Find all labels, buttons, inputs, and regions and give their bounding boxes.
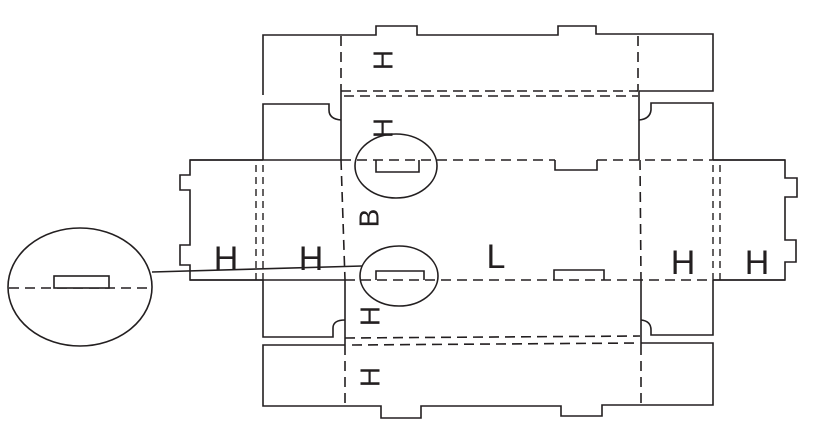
label-top-inner-h: H (368, 118, 399, 138)
label-left-outer-h: H (214, 240, 239, 278)
detail-circle-bottom (359, 245, 439, 307)
bottom-outer-flap: H (262, 335, 714, 419)
label-length-l: L (487, 238, 506, 276)
label-bottom-inner-h: H (355, 306, 386, 326)
detail-magnifier (7, 227, 363, 347)
label-top-outer-h: H (368, 50, 399, 70)
top-inner-row: H (262, 91, 714, 160)
label-width-b: B (354, 209, 385, 228)
label-bottom-outer-h: H (355, 367, 386, 387)
main-body: H H B L H H (179, 133, 798, 307)
top-outer-flap: H (262, 25, 714, 97)
label-right-inner-h: H (671, 244, 696, 282)
bottom-inner-row: H (262, 280, 714, 345)
label-right-outer-h: H (745, 244, 770, 282)
label-left-inner-h: H (299, 240, 324, 278)
detail-circle-top (354, 133, 438, 199)
